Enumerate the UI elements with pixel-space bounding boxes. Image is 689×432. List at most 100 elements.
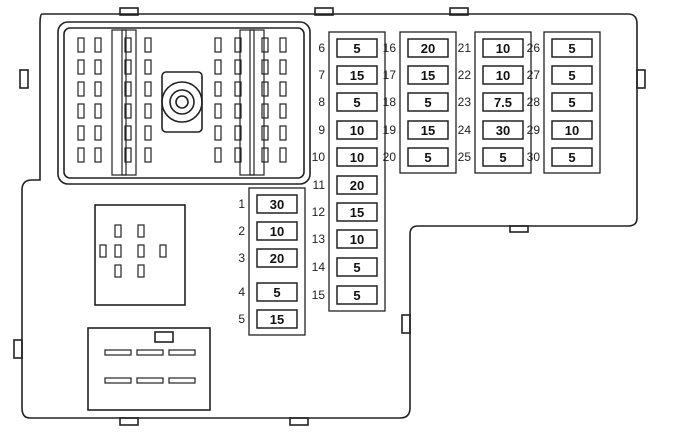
side-tab — [401, 314, 411, 334]
fuse-rating: 15 — [350, 205, 364, 220]
relay-slot — [77, 147, 85, 163]
fuse-number: 27 — [527, 68, 541, 82]
relay-slot — [77, 125, 85, 141]
fuse-5[interactable]: 155 — [238, 309, 298, 329]
fuse-18[interactable]: 518 — [383, 92, 449, 112]
fuse-30[interactable]: 530 — [527, 147, 593, 167]
fuse-3[interactable]: 20 3 — [238, 248, 298, 268]
fuse-2[interactable]: 102 — [238, 221, 298, 241]
fuse-rating: 5 — [568, 95, 575, 110]
fuse-23[interactable]: 7.5 23 — [458, 92, 524, 112]
fuse-number: 15 — [312, 288, 326, 302]
fuse-6[interactable]: 56 — [318, 38, 378, 58]
fuse-15[interactable]: 5 15 — [312, 285, 378, 305]
fuse-20[interactable]: 5 20 — [383, 147, 449, 167]
relay-slot — [94, 147, 102, 163]
relay-slot — [261, 37, 269, 53]
fuse-number: 30 — [527, 150, 541, 164]
connector-pin — [114, 244, 122, 258]
fuse-26[interactable]: 526 — [527, 38, 593, 58]
fuse-body — [256, 194, 298, 214]
fuse-rating: 15 — [270, 312, 284, 327]
relay-slot — [261, 125, 269, 141]
relay-rail — [111, 29, 127, 176]
fuse-body — [482, 120, 524, 140]
fuse-number: 3 — [238, 251, 245, 265]
fuse-rating: 5 — [353, 41, 360, 56]
fuse-body — [551, 38, 593, 58]
relay-slot — [279, 103, 287, 119]
fuse-rating: 20 — [270, 251, 284, 266]
fuse-rating: 30 — [270, 197, 284, 212]
side-tab — [19, 69, 29, 89]
fuse-rating: 5 — [353, 260, 360, 275]
relay-slot — [77, 59, 85, 75]
fuse-rating: 5 — [353, 288, 360, 303]
fuse-8[interactable]: 58 — [318, 92, 378, 112]
fuse-27[interactable]: 527 — [527, 65, 593, 85]
fuse-7[interactable]: 157 — [318, 65, 378, 85]
connector-pin — [168, 349, 196, 356]
fuse-number: 10 — [312, 150, 326, 164]
fuse-rating: 5 — [424, 150, 431, 165]
center-bolt — [161, 81, 203, 123]
bottom-tab — [289, 417, 309, 426]
relay-slot — [124, 125, 132, 141]
relay-slot — [279, 59, 287, 75]
fuse-body — [336, 147, 378, 167]
relay-slot — [94, 37, 102, 53]
fuse-rating: 10 — [496, 41, 510, 56]
fuse-body — [407, 92, 449, 112]
fuse-9[interactable]: 109 — [318, 120, 378, 140]
relay-slot — [261, 59, 269, 75]
relay-slot — [214, 147, 222, 163]
fuse-body — [336, 120, 378, 140]
relay-slot — [144, 147, 152, 163]
relay-slot — [279, 125, 287, 141]
fuse-number: 13 — [312, 232, 326, 246]
fuse-number: 14 — [312, 260, 326, 274]
fuse-number: 23 — [458, 95, 472, 109]
relay-slot — [77, 37, 85, 53]
fuse-rating: 7.5 — [494, 95, 512, 110]
fuse-1[interactable]: 301 — [238, 194, 298, 214]
relay-slot — [77, 103, 85, 119]
relay-slot — [234, 125, 242, 141]
fuse-number: 26 — [527, 41, 541, 55]
fuse-body — [407, 147, 449, 167]
top-tab — [314, 7, 334, 16]
connector-pin — [114, 224, 122, 238]
fuse-number: 8 — [318, 95, 325, 109]
side-tab — [13, 339, 23, 359]
fuse-body — [336, 257, 378, 277]
fuse-number: 20 — [383, 150, 397, 164]
fuse-number: 16 — [383, 41, 397, 55]
top-tab — [119, 7, 139, 16]
connector-left — [94, 204, 186, 306]
top-tab — [449, 7, 469, 16]
fuse-rating: 15 — [350, 68, 364, 83]
fuse-rating: 20 — [350, 178, 364, 193]
fuse-14[interactable]: 5 14 — [312, 257, 378, 277]
fuse-25[interactable]: 525 — [458, 147, 524, 167]
fuse-28[interactable]: 528 — [527, 92, 593, 112]
fuse-4[interactable]: 54 — [238, 282, 298, 302]
relay-slot — [234, 103, 242, 119]
fuse-body — [336, 285, 378, 305]
fuse-holder — [543, 31, 601, 174]
relay-slot — [214, 81, 222, 97]
relay-slot — [94, 103, 102, 119]
relay-slot — [144, 103, 152, 119]
bottom-tab — [509, 225, 529, 233]
